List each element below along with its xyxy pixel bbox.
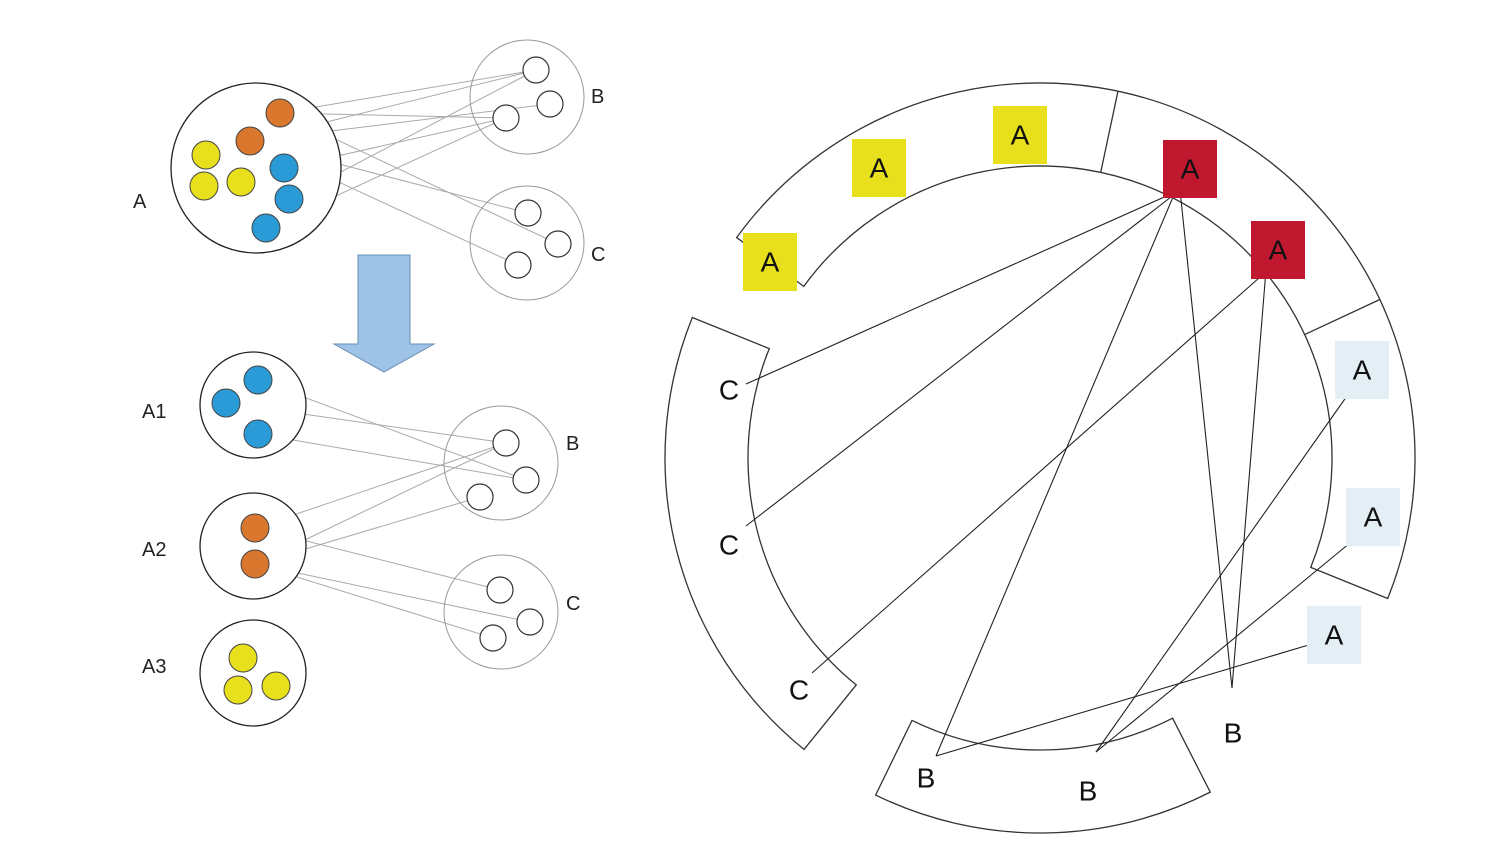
group-c-label: C: [591, 244, 605, 266]
blue-node: [243, 419, 273, 449]
yellow-node: [226, 167, 256, 197]
empty-node: [544, 230, 572, 258]
yellow-node-label: A: [1011, 120, 1030, 151]
circular-edges: [745, 189, 1357, 757]
group-b-label: B: [591, 86, 604, 108]
pale-node-label: A: [1364, 502, 1383, 533]
pale-node-box: [1307, 606, 1361, 664]
group-a1-label: A1: [142, 401, 166, 423]
yellow-node-box: [852, 139, 906, 197]
yellow-node: [191, 140, 221, 170]
yellow-node: [189, 171, 219, 201]
ring-sector-a: [735, 82, 1416, 600]
group-a2-label: A2: [142, 539, 166, 561]
b-node-label: B: [1079, 776, 1098, 807]
circular-edge: [811, 269, 1269, 674]
c-node-label: C: [719, 375, 739, 406]
group-b-label: B: [566, 433, 579, 455]
c-node-label: C: [789, 675, 809, 706]
orange-node: [235, 126, 265, 156]
group-a-circle: [170, 82, 342, 254]
blue-node: [211, 388, 241, 418]
ring-divider: [1304, 298, 1381, 336]
empty-node: [466, 483, 494, 511]
circular-edge: [1095, 385, 1355, 753]
circular-edge: [745, 189, 1181, 527]
orange-node: [265, 98, 295, 128]
yellow-node: [228, 643, 258, 673]
orange-node: [240, 549, 270, 579]
empty-node: [486, 576, 514, 604]
pale-node-label: A: [1353, 355, 1372, 386]
group-a1-circle: [199, 351, 307, 459]
circular-edge: [1231, 269, 1267, 689]
yellow-node: [261, 671, 291, 701]
ring-sector-c: [664, 316, 858, 751]
circular-edge: [935, 643, 1313, 757]
ring-divider: [1100, 91, 1119, 173]
b-node-label: B: [917, 763, 936, 794]
empty-node: [516, 608, 544, 636]
circular-nodes: A A A A A A A A C C C B B B: [719, 106, 1400, 807]
empty-node: [492, 429, 520, 457]
group-b-circle: [443, 405, 559, 521]
empty-node: [514, 199, 542, 227]
left-bottom-diagram: A1 A2 A3 B C: [142, 351, 580, 727]
group-a-label: A: [133, 191, 147, 213]
pale-node-label: A: [1325, 620, 1344, 651]
pale-node-box: [1335, 341, 1389, 399]
c-node-label: C: [719, 530, 739, 561]
yellow-node-box: [743, 233, 797, 291]
blue-node: [274, 184, 304, 214]
yellow-node-box: [993, 106, 1047, 164]
circular-edge: [1095, 537, 1357, 753]
group-c-label: C: [566, 593, 580, 615]
orange-node: [240, 513, 270, 543]
red-node-label: A: [1181, 154, 1200, 185]
b-node-label: B: [1224, 718, 1243, 749]
circular-rings: [664, 82, 1416, 834]
red-node-box: [1251, 221, 1305, 279]
blue-node: [243, 365, 273, 395]
group-b-circle: [469, 39, 585, 155]
group-c-circle: [469, 185, 585, 301]
empty-node: [512, 466, 540, 494]
circular-edge: [745, 189, 1181, 385]
empty-node: [479, 624, 507, 652]
blue-node: [269, 153, 299, 183]
yellow-node: [223, 675, 253, 705]
left-top-diagram: A B C: [133, 39, 605, 301]
pale-node-box: [1346, 488, 1400, 546]
group-a3-circle: [199, 619, 307, 727]
empty-node: [522, 56, 550, 84]
red-node-label: A: [1269, 235, 1288, 266]
yellow-node-label: A: [870, 153, 889, 184]
down-arrow-icon: [332, 254, 436, 373]
ring-sector-b: [874, 717, 1212, 834]
circular-edge: [1179, 189, 1233, 689]
group-a3-label: A3: [142, 656, 166, 678]
blue-node: [251, 213, 281, 243]
empty-node: [536, 90, 564, 118]
group-c-circle: [443, 554, 559, 670]
circular-edge: [935, 189, 1177, 757]
group-a2-circle: [199, 492, 307, 600]
red-node-box: [1163, 140, 1217, 198]
yellow-node-label: A: [761, 247, 780, 278]
empty-node: [504, 251, 532, 279]
empty-node: [492, 104, 520, 132]
